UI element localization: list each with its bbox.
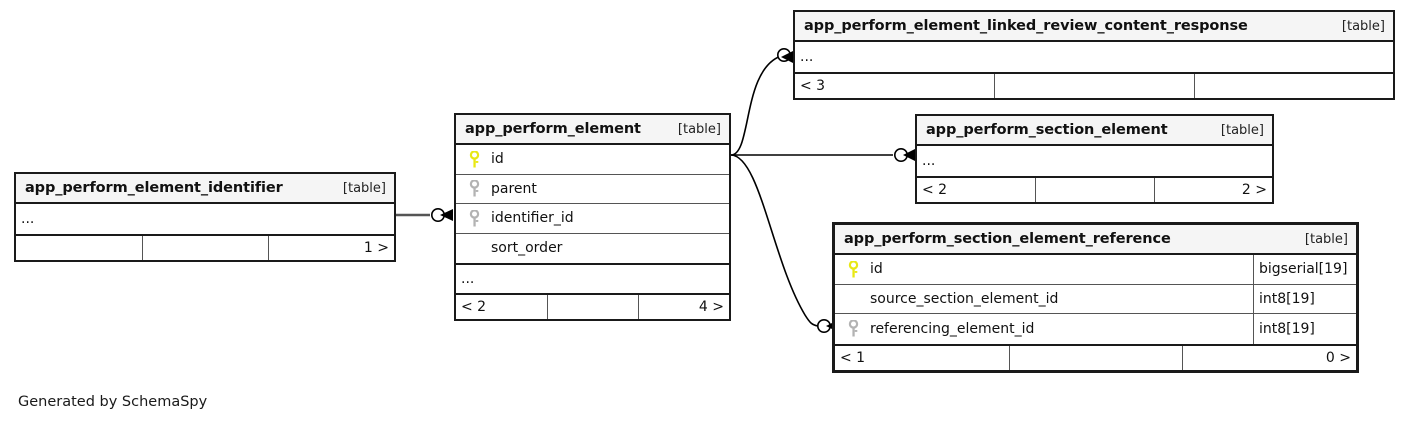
table-app-perform-element-linked-review-content-response[interactable]: app_perform_element_linked_review_conten… (793, 10, 1395, 100)
table-kind-label: [table] (677, 121, 721, 137)
column-row-id[interactable]: id bigserial[19] (835, 255, 1356, 285)
column-label: sort_order (491, 240, 563, 257)
table-footer: < 1 0 > (835, 343, 1356, 370)
column-name-cell: parent (456, 175, 729, 204)
footer-middle (547, 294, 638, 319)
table-title: app_perform_element_linked_review_conten… (804, 18, 1248, 34)
column-type: int8[19] (1253, 314, 1356, 344)
hidden-columns-ellipsis: ... (800, 48, 814, 65)
hidden-columns-ellipsis: ... (21, 210, 35, 227)
table-title: app_perform_element (465, 121, 641, 137)
footer-parents-count (16, 236, 142, 260)
hidden-columns-ellipsis: ... (922, 152, 936, 169)
footer-children-count: 0 > (1182, 345, 1356, 370)
column-row-identifier-id[interactable]: identifier_id (456, 204, 729, 234)
table-header: app_perform_section_element_reference [t… (835, 225, 1356, 255)
column-label: parent (491, 180, 537, 197)
table-app-perform-section-element-reference[interactable]: app_perform_section_element_reference [t… (832, 222, 1359, 373)
column-row-sort-order[interactable]: sort_order (456, 234, 729, 264)
column-type: bigserial[19] (1253, 255, 1356, 284)
footer-children-count: 4 > (638, 294, 729, 319)
edge-element-to-section-element (731, 148, 915, 163)
footer-middle (1035, 177, 1153, 202)
footer-parents-count: < 3 (800, 77, 826, 94)
column-label: referencing_element_id (870, 320, 1035, 337)
table-app-perform-element-identifier[interactable]: app_perform_element_identifier [table] .… (14, 172, 396, 262)
table-header: app_perform_section_element [table] (917, 116, 1272, 146)
footer-parents-count: < 2 (461, 298, 487, 315)
footer-parents-count: < 1 (840, 349, 866, 366)
column-row-parent[interactable]: parent (456, 175, 729, 204)
column-name-cell: source_section_element_id (835, 285, 1253, 314)
column-label: id (491, 151, 504, 168)
column-row-id[interactable]: id (456, 145, 729, 175)
table-header: app_perform_element_identifier [table] (16, 174, 394, 204)
table-footer: 1 > (16, 233, 394, 260)
table-app-perform-element[interactable]: app_perform_element [table] id (454, 113, 731, 321)
table-title: app_perform_section_element (926, 122, 1168, 138)
column-row-source-section-element-id[interactable]: source_section_element_id int8[19] (835, 284, 1356, 314)
column-name-cell: id (456, 145, 729, 174)
column-name-cell: identifier_id (456, 204, 729, 233)
foreign-key-icon (842, 320, 864, 337)
footer-middle (994, 73, 1193, 98)
table-footer: < 2 2 > (917, 175, 1272, 202)
footer-parents-count: < 2 (922, 181, 948, 198)
primary-key-icon (463, 150, 485, 168)
table-title: app_perform_element_identifier (25, 180, 283, 196)
edge-element-to-linked-review (730, 47, 793, 156)
column-name-cell: referencing_element_id (835, 314, 1253, 344)
foreign-key-icon (463, 180, 485, 197)
column-label: source_section_element_id (870, 290, 1059, 307)
generated-by-credit: Generated by SchemaSpy (18, 394, 208, 410)
primary-key-icon (842, 260, 864, 278)
table-header: app_perform_element_linked_review_conten… (795, 12, 1393, 42)
edge-element-to-section-element-reference (730, 154, 838, 333)
table-kind-label: [table] (1304, 231, 1348, 247)
table-kind-label: [table] (342, 180, 386, 196)
column-name-cell: sort_order (456, 234, 729, 264)
column-label: identifier_id (491, 210, 574, 227)
column-name-cell: id (835, 255, 1253, 284)
edge-element-identifier-to-element (396, 208, 453, 223)
footer-middle (1008, 345, 1183, 370)
footer-children-count (1193, 73, 1393, 98)
footer-middle (142, 235, 268, 260)
column-label: id (870, 261, 883, 278)
column-row-referencing-element-id[interactable]: referencing_element_id int8[19] (835, 314, 1356, 344)
table-app-perform-section-element[interactable]: app_perform_section_element [table] ... … (915, 114, 1274, 204)
hidden-columns-ellipsis: ... (456, 263, 729, 293)
foreign-key-icon (463, 209, 485, 227)
table-header: app_perform_element [table] (456, 115, 729, 145)
column-type: int8[19] (1253, 284, 1356, 313)
table-footer: < 3 (795, 71, 1393, 98)
table-title: app_perform_section_element_reference (844, 231, 1171, 247)
footer-children-count: 2 > (1153, 177, 1272, 202)
table-kind-label: [table] (1220, 122, 1264, 138)
table-kind-label: [table] (1341, 18, 1385, 34)
footer-children-count: 1 > (268, 235, 394, 260)
table-footer: < 2 4 > (456, 292, 729, 319)
